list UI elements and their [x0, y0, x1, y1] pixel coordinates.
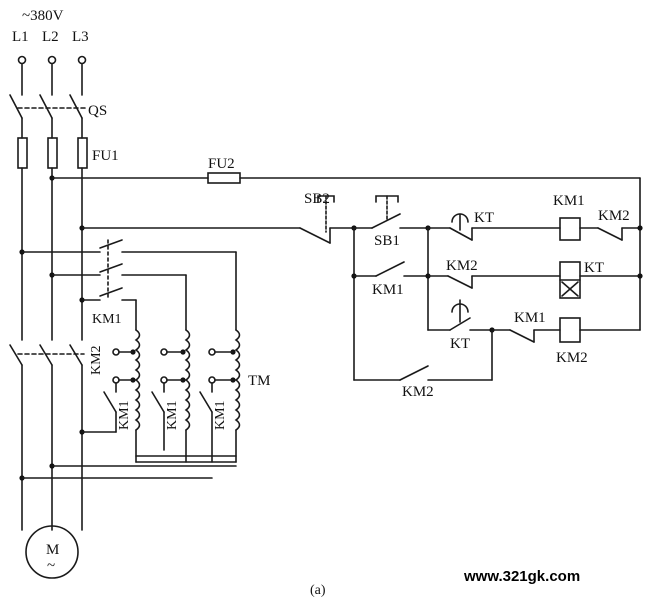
km1-holding-label: KM1 — [372, 282, 404, 298]
km2-holding-label: KM2 — [402, 384, 434, 400]
phase-l3-label: L3 — [72, 29, 89, 45]
power-lines — [9, 63, 88, 531]
control-circuit — [299, 195, 643, 381]
phase-l1-label: L1 — [12, 29, 29, 45]
coil-kt-label: KT — [584, 260, 604, 276]
km1-nc-label: KM1 — [514, 310, 546, 326]
sb1-label: SB1 — [374, 233, 400, 249]
motor-ac-symbol: ~ — [47, 558, 55, 574]
fuse-fu1-label: FU1 — [92, 148, 119, 164]
autotransformer-tm-label: TM — [248, 373, 271, 389]
switch-qs-label: QS — [88, 103, 107, 119]
km1-neutral-label-3: KM1 — [213, 400, 228, 430]
km1-power-contacts — [19, 239, 237, 331]
coil-km2-label: KM2 — [556, 350, 588, 366]
watermark-text: www.321gk.com — [463, 568, 580, 585]
km2-interlock-label: KM2 — [446, 258, 478, 274]
km1-contacts-label: KM1 — [92, 312, 122, 327]
supply-voltage-label: ~380V — [22, 8, 64, 24]
motor-symbol — [25, 525, 79, 579]
supply-terminals — [17, 55, 87, 65]
kt-no-label: KT — [450, 336, 470, 352]
fuse-fu2-label: FU2 — [208, 156, 235, 172]
figure-caption: (a) — [310, 583, 326, 598]
coil-km1-label: KM1 — [553, 193, 585, 209]
km1-neutral-label-2: KM1 — [165, 400, 180, 430]
motor-label: M — [46, 542, 59, 558]
phase-l2-label: L2 — [42, 29, 59, 45]
km2-nc-label: KM2 — [598, 208, 630, 224]
autotransformer-windings — [19, 329, 241, 481]
km2-bypass-label: KM2 — [89, 345, 104, 375]
km1-neutral-label-1: KM1 — [117, 400, 132, 430]
sb2-label: SB2 — [304, 191, 330, 207]
control-supply — [49, 172, 641, 331]
kt-nc-label: KT — [474, 210, 494, 226]
